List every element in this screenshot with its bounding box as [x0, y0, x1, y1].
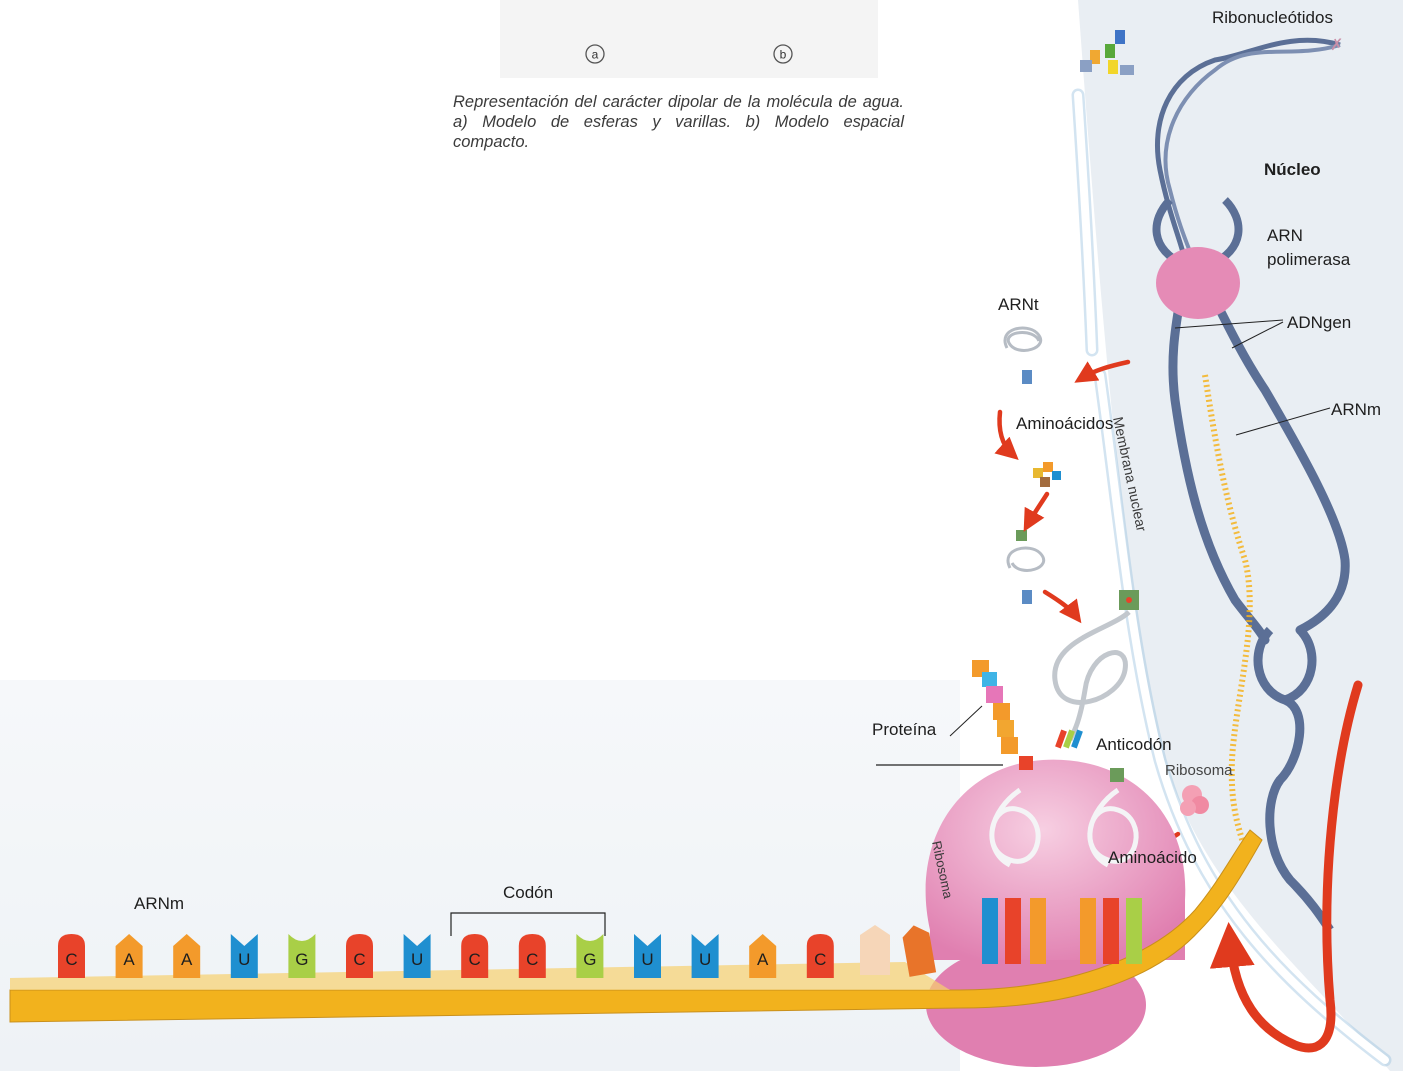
mrna-base-letter-4: G	[295, 950, 308, 969]
label-aminoacido: Aminoácido	[1108, 848, 1197, 868]
label-proteina: Proteína	[872, 720, 936, 740]
amino-acid-cluster	[1033, 462, 1061, 487]
label-anticodon: Anticodón	[1096, 735, 1172, 755]
label-arnm-nucleus: ARNm	[1331, 400, 1381, 420]
label-ribosoma-small: Ribosoma	[1165, 762, 1233, 779]
mrna-base-letter-13: C	[814, 950, 826, 969]
label-adngen: ADNgen	[1287, 313, 1351, 333]
ribosome	[926, 756, 1186, 1067]
label-arn-polimerasa-1: ARN	[1267, 226, 1303, 246]
label-arn-polimerasa-2: polimerasa	[1267, 250, 1350, 270]
label-arnm-strand: ARNm	[134, 894, 184, 914]
unpaired-nucleotide	[860, 925, 890, 975]
mrna-base-letter-0: C	[65, 950, 77, 969]
svg-text:✗: ✗	[1330, 37, 1343, 54]
label-arnt: ARNt	[998, 295, 1039, 315]
mrna-base-letter-10: U	[641, 950, 653, 969]
mrna-base-letter-2: A	[181, 950, 193, 969]
trna-1	[1005, 328, 1041, 384]
water-figure: a b	[500, 0, 878, 78]
label-codon: Codón	[503, 883, 553, 903]
trna-2	[1008, 530, 1044, 604]
mrna-base-letter-12: A	[757, 950, 769, 969]
mrna-base-letter-3: U	[238, 950, 250, 969]
label-aminoacidos: Aminoácidos	[1016, 414, 1113, 434]
mrna-base-letter-9: G	[583, 950, 596, 969]
mrna-base-letter-5: C	[353, 950, 365, 969]
figure-label-a: a	[592, 48, 599, 62]
figure-caption: Representación del carácter dipolar de l…	[453, 92, 904, 152]
mrna-base-letter-6: U	[411, 950, 423, 969]
label-nucleo: Núcleo	[1264, 160, 1321, 180]
label-ribonucleotidos: Ribonucleótidos	[1212, 8, 1333, 28]
figure-label-b: b	[780, 48, 787, 62]
protein-chain	[972, 660, 1018, 754]
rna-polymerase	[1156, 247, 1240, 319]
mrna-base-letter-7: C	[469, 950, 481, 969]
trna-large	[1055, 590, 1139, 748]
mrna-base-letter-11: U	[699, 950, 711, 969]
mrna-base-letter-8: C	[526, 950, 538, 969]
mrna-base-letter-1: A	[123, 950, 135, 969]
